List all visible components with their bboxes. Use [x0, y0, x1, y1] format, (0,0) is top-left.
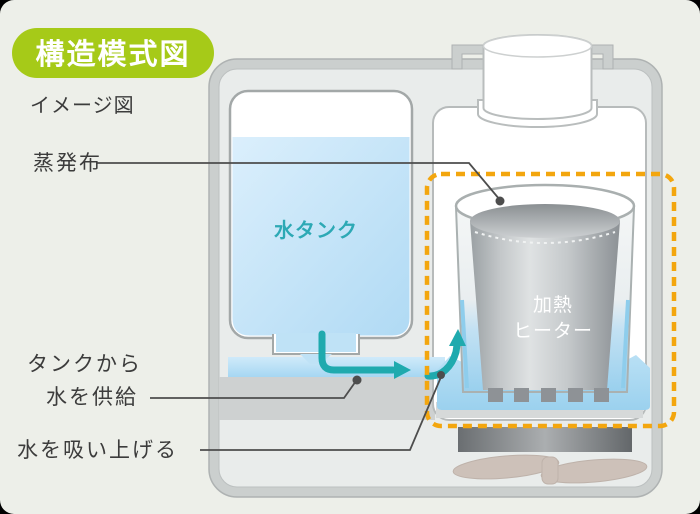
flow-arrow-up-head — [449, 329, 466, 346]
heater-cup-teeth — [488, 388, 609, 402]
heater-cup-opening — [470, 204, 620, 238]
cap-notch — [451, 44, 614, 70]
image-caption: イメージ図 — [30, 93, 135, 117]
pointer-dot-tank-supply — [352, 375, 362, 385]
label-tank-supply-line1: タンクから — [27, 352, 142, 376]
pointer-line-evaporation-cloth — [97, 162, 501, 201]
pointer-line-tank-supply — [150, 380, 357, 399]
water-tank — [228, 89, 414, 364]
cap-top — [482, 34, 593, 58]
heater-cup — [470, 204, 620, 402]
flow-arrow-up — [424, 341, 461, 380]
heater-base-block — [458, 427, 632, 452]
steam-cap — [477, 34, 598, 128]
cloth-stitch-line — [474, 231, 616, 244]
heater-label-line2: ヒーター — [513, 320, 593, 342]
pointer-dot-evaporation-cloth — [495, 196, 505, 206]
highlight-dashed-box — [424, 171, 677, 429]
tank-water — [232, 137, 410, 336]
label-suck-up-water: 水を吸い上げる — [17, 438, 178, 462]
flow-arrows — [318, 329, 466, 380]
flow-arrow-supply — [318, 330, 397, 374]
flow-arrow-supply-head — [394, 361, 411, 379]
label-evaporation-cloth: 蒸発布 — [33, 151, 102, 175]
label-tank-supply-line2: 水を供給 — [46, 385, 138, 409]
page-title: 構造模式図 — [35, 37, 190, 71]
tank-outlet-water — [276, 333, 356, 352]
pointer-dot-suck-up — [437, 371, 445, 379]
pointer-lines — [97, 162, 505, 451]
title-badge — [12, 28, 214, 78]
water-tank-label: 水タンク — [274, 218, 358, 242]
fan-icon — [452, 454, 648, 485]
pointer-line-suck-up — [200, 376, 442, 451]
heater-label-line1: 加熱 — [533, 294, 573, 316]
